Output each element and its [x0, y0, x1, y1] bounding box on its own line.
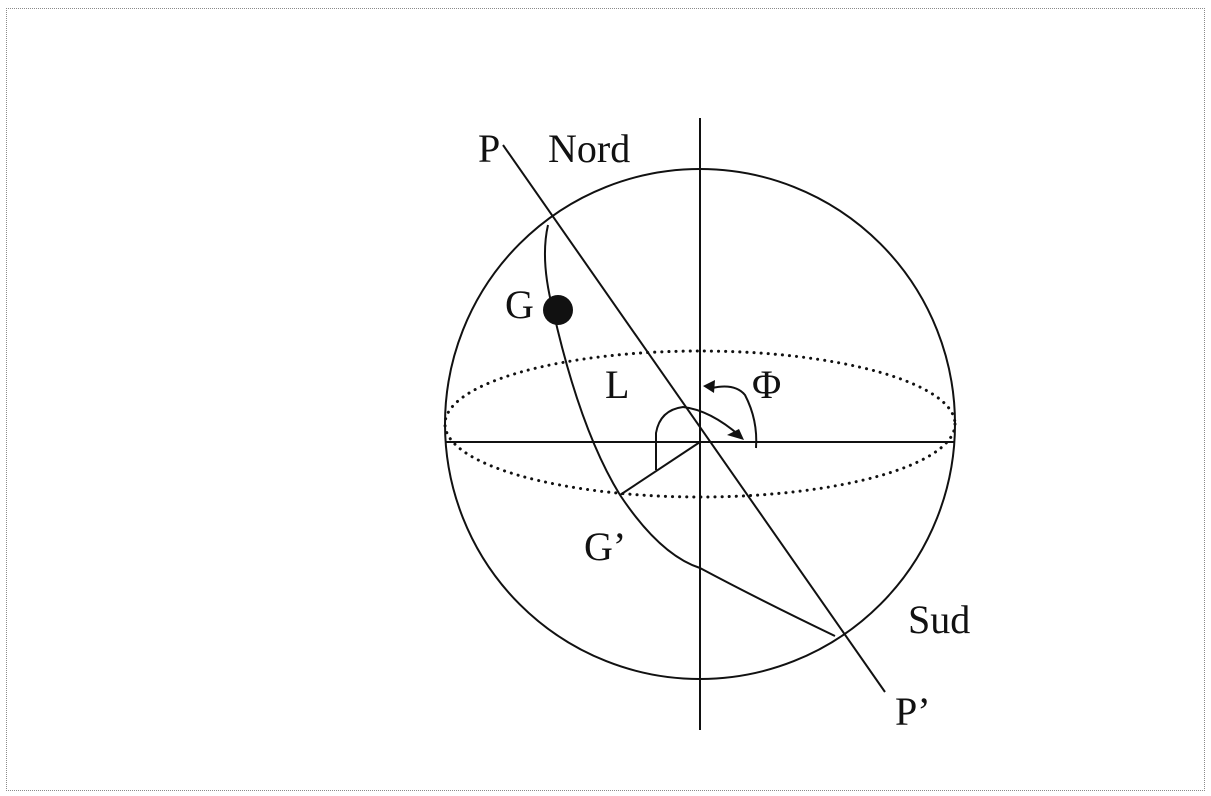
- label-pole-north: P: [478, 126, 500, 171]
- point-g-marker: [543, 295, 573, 325]
- latitude-arc: [711, 385, 758, 449]
- label-point-g-prime: G’: [584, 524, 626, 569]
- label-point-g: G: [505, 282, 534, 327]
- label-south: Sud: [908, 597, 970, 642]
- radius-to-g-prime: [619, 441, 701, 496]
- label-latitude: Φ: [752, 362, 781, 407]
- longitude-arrowhead: [727, 429, 744, 440]
- meridian-curve: [543, 224, 836, 637]
- diagram-frame: [6, 8, 1205, 791]
- longitude-arc: [655, 405, 741, 470]
- label-north: Nord: [548, 126, 630, 171]
- label-longitude: L: [605, 362, 629, 407]
- label-pole-south: P’: [895, 689, 931, 734]
- polar-axis: [502, 144, 886, 693]
- latitude-arrowhead: [703, 380, 715, 393]
